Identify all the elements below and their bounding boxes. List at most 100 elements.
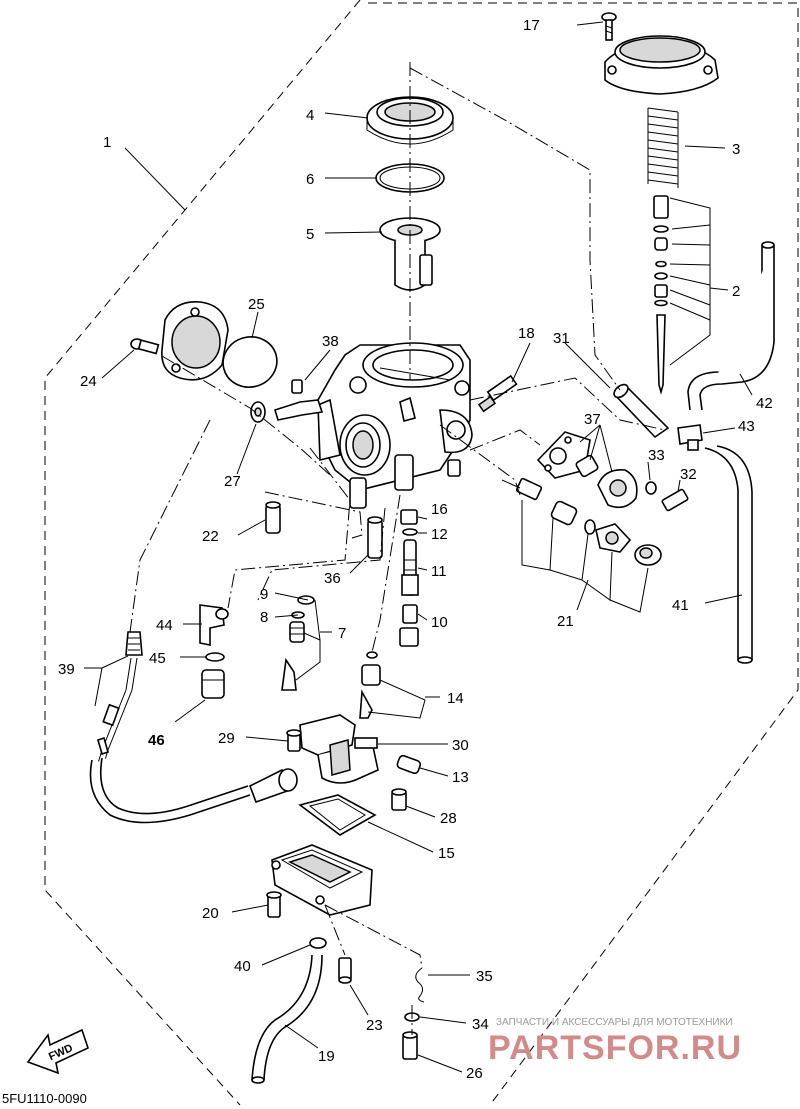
diagram-code: 5FU1110-0090 bbox=[2, 1091, 87, 1106]
callout-24: 24 bbox=[80, 373, 97, 390]
callout-32: 32 bbox=[680, 466, 697, 483]
callout-35: 35 bbox=[476, 968, 493, 985]
callout-10: 10 bbox=[431, 614, 448, 631]
gasket-25 bbox=[222, 336, 278, 388]
screw-20 bbox=[266, 891, 282, 918]
callout-9: 9 bbox=[260, 586, 268, 603]
hose-41 bbox=[704, 445, 753, 664]
washer-45 bbox=[205, 652, 225, 662]
callout-34: 34 bbox=[472, 1016, 489, 1033]
callout-8: 8 bbox=[260, 609, 268, 626]
callout-27: 27 bbox=[224, 473, 241, 490]
callout-33: 33 bbox=[648, 447, 665, 464]
o-ring-12 bbox=[402, 528, 418, 536]
nut-46 bbox=[201, 669, 225, 699]
hose-nipple bbox=[274, 399, 324, 421]
callout-12: 12 bbox=[431, 526, 448, 543]
float-pin-13 bbox=[396, 754, 422, 775]
callout-23: 23 bbox=[366, 1017, 383, 1034]
clamp-40 bbox=[309, 937, 327, 949]
callout-3: 3 bbox=[732, 141, 740, 158]
watermark-site: PARTSFOR.RU bbox=[488, 1029, 742, 1067]
spring-21a bbox=[550, 500, 578, 526]
callout-1: 1 bbox=[103, 134, 111, 151]
callout-2: 2 bbox=[732, 283, 740, 300]
o-ring-21b bbox=[584, 519, 596, 535]
tube-31 bbox=[613, 383, 670, 439]
screw-29 bbox=[286, 729, 302, 752]
top-cover bbox=[604, 35, 719, 95]
callout-15: 15 bbox=[438, 845, 455, 862]
plug-22 bbox=[265, 501, 281, 534]
throttle-cable-39 bbox=[89, 631, 298, 824]
screw-26 bbox=[402, 1031, 418, 1060]
screw-32 bbox=[661, 488, 689, 512]
callout-18: 18 bbox=[518, 325, 535, 342]
needle-set-2 bbox=[653, 195, 669, 395]
assembly-boundary bbox=[44, 0, 361, 1106]
valve-21c bbox=[595, 523, 632, 553]
drain-hose-19 bbox=[251, 954, 323, 1084]
callout-38: 38 bbox=[322, 333, 339, 350]
clip-33 bbox=[645, 481, 657, 495]
callout-44: 44 bbox=[156, 617, 173, 634]
callout-31: 31 bbox=[553, 330, 570, 347]
callout-37: 37 bbox=[584, 411, 601, 428]
drain-screw-23 bbox=[338, 957, 352, 984]
callout-20: 20 bbox=[202, 905, 219, 922]
fwd-arrow-icon bbox=[26, 1028, 89, 1075]
callout-39: 39 bbox=[58, 661, 75, 678]
callout-13: 13 bbox=[452, 769, 469, 786]
callout-19: 19 bbox=[318, 1048, 335, 1065]
pilot-screw-7 bbox=[281, 595, 315, 691]
callout-16: 16 bbox=[431, 501, 448, 518]
callout-17: 17 bbox=[523, 17, 540, 34]
callout-41: 41 bbox=[672, 597, 689, 614]
callout-21: 21 bbox=[557, 613, 574, 630]
clip-35 bbox=[415, 967, 425, 1003]
callout-4: 4 bbox=[306, 107, 314, 124]
screw-17 bbox=[601, 12, 617, 41]
bracket-44 bbox=[199, 604, 229, 646]
callout-26: 26 bbox=[466, 1065, 483, 1082]
screw-24 bbox=[130, 338, 160, 355]
screw-18 bbox=[477, 374, 518, 413]
callout-25: 25 bbox=[248, 296, 265, 313]
callout-29: 29 bbox=[218, 730, 235, 747]
carburetor-body bbox=[317, 342, 473, 509]
callout-46: 46 bbox=[148, 732, 165, 749]
float-bowl bbox=[271, 844, 373, 916]
float-30 bbox=[299, 714, 379, 784]
callout-7: 7 bbox=[338, 625, 346, 642]
joint-43 bbox=[677, 424, 703, 451]
callout-40: 40 bbox=[234, 958, 251, 975]
callout-43: 43 bbox=[738, 418, 755, 435]
needle-jet-11 bbox=[401, 539, 419, 596]
housing-37c bbox=[597, 468, 638, 509]
callout-36: 36 bbox=[324, 570, 341, 587]
spring-3 bbox=[647, 107, 679, 188]
assembly-boundary-right bbox=[368, 2, 799, 1106]
starter-plunger-36 bbox=[367, 516, 383, 559]
callout-42: 42 bbox=[756, 395, 773, 412]
nut-27 bbox=[250, 401, 266, 423]
callout-22: 22 bbox=[202, 528, 219, 545]
callout-11: 11 bbox=[431, 563, 447, 580]
callout-14: 14 bbox=[447, 690, 464, 707]
jet-16 bbox=[400, 509, 418, 525]
main-jet-10 bbox=[402, 604, 418, 624]
callout-45: 45 bbox=[149, 650, 166, 667]
fitting-38 bbox=[291, 379, 303, 394]
cap-21d bbox=[634, 544, 662, 566]
hose-42 bbox=[687, 241, 775, 411]
callout-labels: 1 17 4 3 6 5 2 25 38 18 31 24 42 37 43 3… bbox=[58, 17, 773, 1082]
screw-28 bbox=[391, 788, 407, 811]
callout-28: 28 bbox=[440, 810, 457, 827]
leader-lines bbox=[84, 21, 753, 1073]
gasket-15 bbox=[298, 794, 377, 836]
callout-5: 5 bbox=[306, 226, 314, 243]
holder-main bbox=[399, 627, 419, 647]
jet-holder-left bbox=[501, 477, 543, 501]
insulator-flange bbox=[161, 301, 229, 381]
